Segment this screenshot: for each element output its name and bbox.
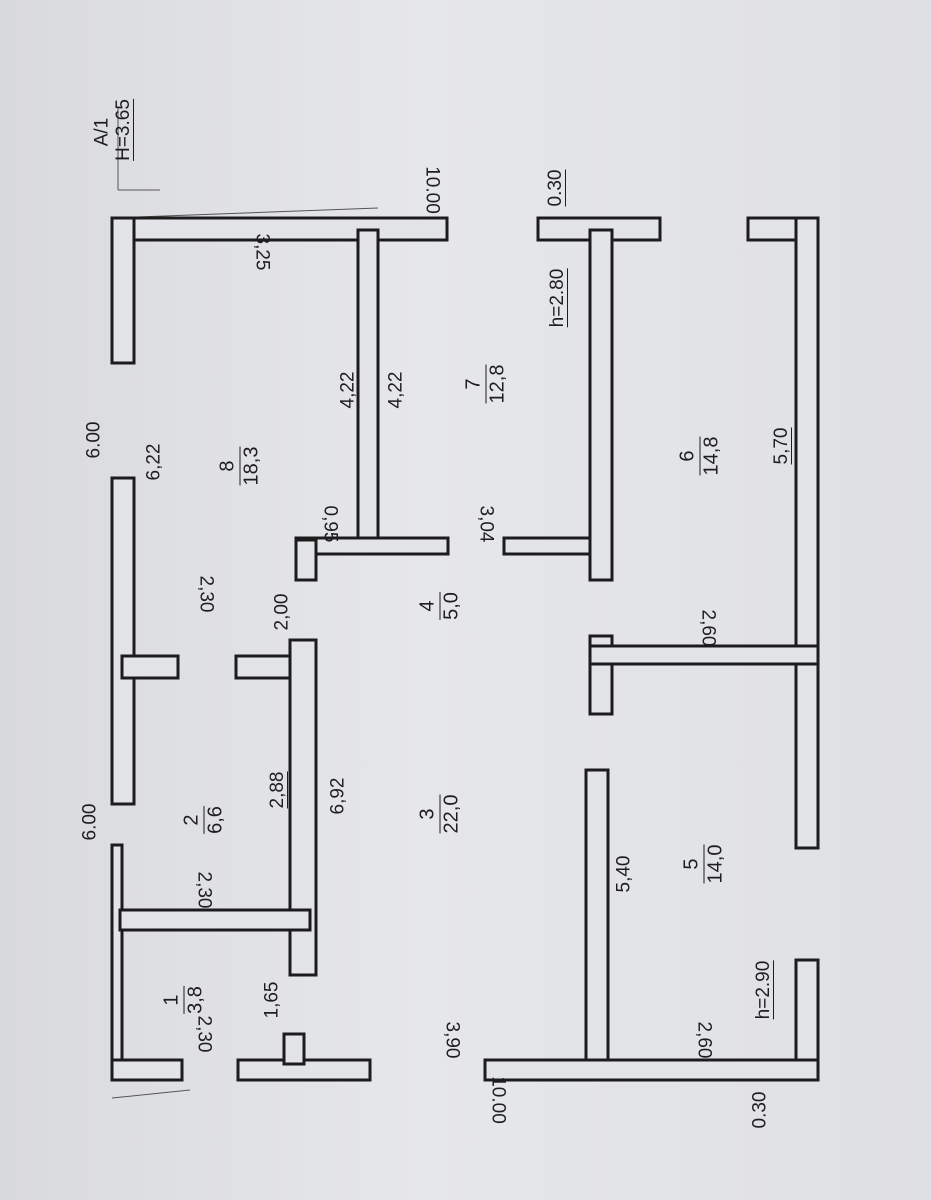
dim-r8-lower-width: 2,30 [195, 575, 217, 613]
room-4-number: 4 [416, 592, 441, 620]
dim-r8-length: 6,22 [143, 443, 165, 481]
room-7-label: 7 12,8 [462, 364, 510, 404]
room-8-area: 18,3 [240, 446, 263, 486]
room-6-label: 6 14,8 [676, 436, 724, 476]
room-1-label: 1 3,8 [160, 986, 208, 1014]
wall-bottom-1 [110, 1058, 184, 1082]
room-3-number: 3 [416, 794, 441, 834]
wall-right-upper [794, 216, 820, 850]
room-1-number: 1 [160, 986, 185, 1014]
dim-r2-length: 2,88 [267, 771, 288, 809]
room-7-number: 7 [462, 364, 487, 404]
dim-overall-top: 10.00 [421, 166, 443, 214]
room-8-label: 8 18,3 [216, 446, 264, 486]
wall-left-3 [110, 843, 124, 1082]
wall-8-jog [294, 538, 318, 582]
wall-bottom-3 [483, 1058, 820, 1082]
room-7-area: 12,8 [486, 364, 509, 404]
wall-7-6 [588, 228, 614, 582]
dim-r8-width: 3,25 [251, 233, 273, 271]
dim-r3-length: 6,92 [327, 777, 349, 815]
dim-r5-length: 5,40 [613, 855, 635, 893]
wall-6-5 [588, 644, 820, 666]
wall-left-1 [110, 216, 136, 365]
dim-r2-width: 2,30 [193, 871, 215, 909]
wall-1-stub [282, 1032, 306, 1066]
height-5: h=2.90 [753, 960, 774, 1020]
dim-r1-length: 1,65 [261, 981, 283, 1019]
room-3-label: 3 22,0 [416, 794, 464, 834]
dim-r5-width: 2,60 [693, 1021, 715, 1059]
dim-r1-width: 2,30 [193, 1015, 215, 1053]
room-6-area: 14,8 [700, 436, 723, 476]
room-2-number: 2 [180, 806, 205, 834]
dim-corridor-width: 2,00 [271, 593, 293, 631]
room-5-number: 5 [680, 844, 705, 884]
dim-r3-width: 3,90 [441, 1021, 463, 1059]
dim-overall-bottom: 10.00 [487, 1076, 509, 1124]
dim-r8-jog: 0,95 [319, 505, 341, 543]
height-7: h=2.80 [547, 268, 568, 328]
room-2-area: 6,6 [204, 806, 227, 834]
room-2-label: 2 6,6 [180, 806, 228, 834]
room-5-area: 14,0 [704, 844, 727, 884]
room-4-label: 4 5,0 [416, 592, 464, 620]
room-8-number: 8 [216, 446, 241, 486]
room-3-area: 22,0 [440, 794, 463, 834]
dim-side-lower: 6.00 [79, 803, 101, 841]
wall-2-1 [118, 908, 312, 932]
guide-line-top [111, 207, 379, 219]
dim-side-upper: 6.00 [83, 421, 105, 459]
dim-r7-width: 3,04 [475, 505, 497, 543]
dim-r6-width: 2,60 [697, 609, 719, 647]
wall-3-5 [584, 768, 610, 1062]
sheet-reference: A/1 [91, 117, 113, 147]
guide-line-bottom [111, 1089, 191, 1099]
wall-left-2 [110, 476, 136, 806]
dim-r7-inner: 4,22 [385, 371, 407, 409]
room-1-area: 3,8 [184, 986, 207, 1014]
dim-wall-top: 0.30 [545, 169, 566, 207]
wall-8-7 [356, 228, 380, 542]
dim-r8-inner: 4,22 [337, 371, 359, 409]
wall-top-left [110, 216, 449, 242]
room-5-label: 5 14,0 [680, 844, 728, 884]
total-height: H=3.65 [113, 99, 134, 161]
dim-wall-bottom: 0.30 [749, 1091, 771, 1129]
room-4-area: 5,0 [440, 592, 463, 620]
dim-r6-length: 5,70 [771, 427, 792, 465]
room-6-number: 6 [676, 436, 701, 476]
wall-8-2-left [120, 654, 180, 680]
